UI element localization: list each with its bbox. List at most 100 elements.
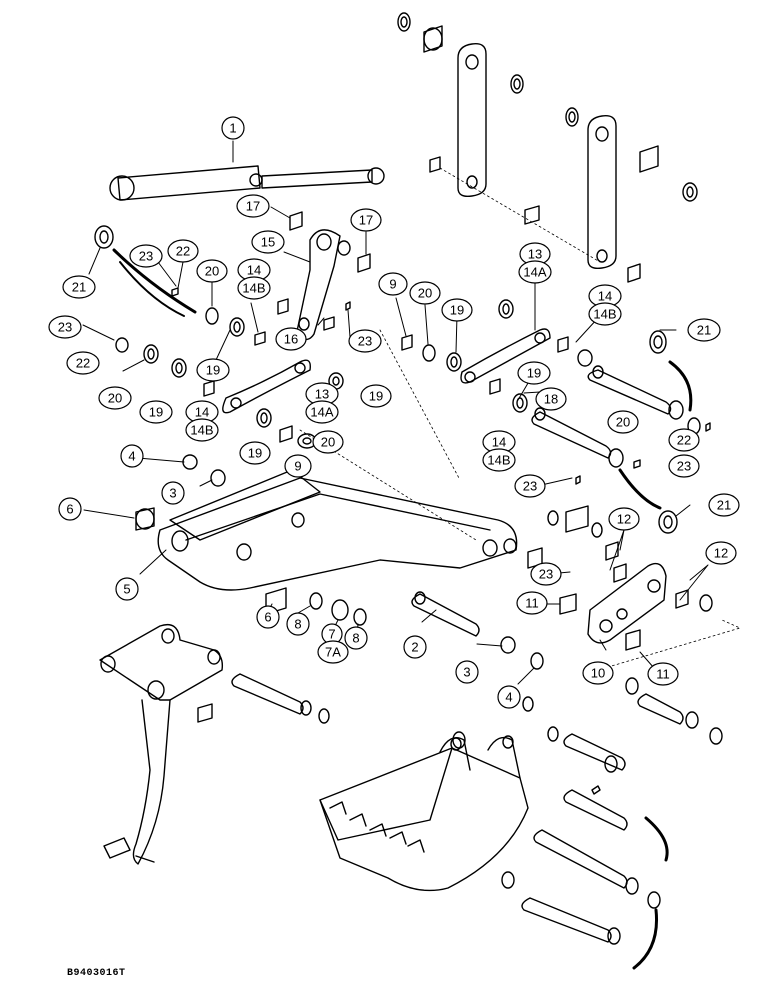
link-13-hole [534,332,546,344]
washer [452,731,466,749]
washer [147,348,155,360]
callout-1: 1 [229,121,236,136]
link-10 [587,562,667,644]
bushing [675,589,689,609]
washer [260,412,268,424]
pin-2 [411,593,480,637]
callout-12: 12 [714,546,728,561]
callout-22: 22 [176,244,190,259]
bucket-pin [533,829,628,889]
hydraulic-cylinder [109,165,385,201]
link-13-hole [464,371,476,383]
callout-14a: 14A [523,265,546,280]
callout-23: 23 [677,459,691,474]
bucket-ear [439,736,521,779]
callout-3: 3 [169,486,176,501]
tooth-pin [135,855,155,863]
arm-plate [185,493,491,541]
center-line [439,167,601,263]
callout-4: 4 [128,449,135,464]
callout-21: 21 [697,323,711,338]
link-hole [599,619,613,633]
callout-18: 18 [544,392,558,407]
arm-hole [171,530,189,552]
washer-8 [309,592,323,610]
callout-19: 19 [450,303,464,318]
rod-eye [367,167,385,185]
callout-13: 13 [528,247,542,262]
bushing [279,425,293,443]
callout-19: 19 [248,446,262,461]
bushing [605,541,619,561]
arm-hole [236,543,252,561]
retainer-arc [112,248,197,314]
washer [709,727,723,745]
center-line [597,619,741,671]
washer [625,677,639,695]
washer-21 [658,510,678,534]
pin-end [592,365,604,379]
washer [565,107,579,127]
callout-8: 8 [352,631,359,646]
bushing [423,25,443,53]
washer-3 [500,636,516,654]
washer [607,927,621,945]
washer [400,16,408,28]
washer [397,12,411,32]
callout-9: 9 [294,459,301,474]
callout-22: 22 [76,356,90,371]
center-line [379,329,461,481]
washer-3 [210,469,226,487]
cylinder-eye [109,175,135,201]
link-hole [465,54,479,70]
washer [699,594,713,612]
washer [522,696,534,712]
bushing [277,298,289,315]
washer-4 [182,454,198,470]
bracket-hole [316,233,332,251]
callout-17: 17 [246,199,260,214]
callout-15: 15 [261,235,275,250]
bucket-teeth [329,801,425,853]
arm-hole [482,539,498,557]
callout-20: 20 [418,286,432,301]
retainer-arc [119,261,185,317]
link-13-hole [230,397,242,409]
callout-22: 22 [677,433,691,448]
callout-19: 19 [527,366,541,381]
bushing [557,336,569,353]
callout-6: 6 [264,610,271,625]
callout-bubbles [48,116,740,709]
washer [229,317,245,337]
callout-7a: 7A [325,645,341,660]
pin-18-lower [531,411,612,459]
washer [502,303,510,315]
callout-13: 13 [315,387,329,402]
retainer-arc [618,468,662,510]
callout-21: 21 [72,280,86,295]
washer [686,186,694,198]
pin-23 [591,785,601,795]
bucket-pin [563,789,628,831]
right-linkage [401,299,711,534]
dipper-arm [157,329,518,591]
bushing-11 [625,629,641,651]
callout-5: 5 [123,582,130,597]
callout-23: 23 [523,479,537,494]
left-linkage [94,225,344,449]
washer-21 [653,335,663,349]
washer [446,352,462,372]
washer-21 [649,330,667,354]
bushing [429,156,441,173]
arm-hole [291,512,305,528]
link-bar-lower [587,115,617,270]
callout-14: 14 [492,435,506,450]
callout-19: 19 [369,389,383,404]
pin-end [534,407,546,421]
callout-23: 23 [539,567,553,582]
bushing-7 [331,599,349,621]
link-13 [222,359,311,414]
washer-8 [353,608,367,626]
bucket-assembly [319,677,723,970]
